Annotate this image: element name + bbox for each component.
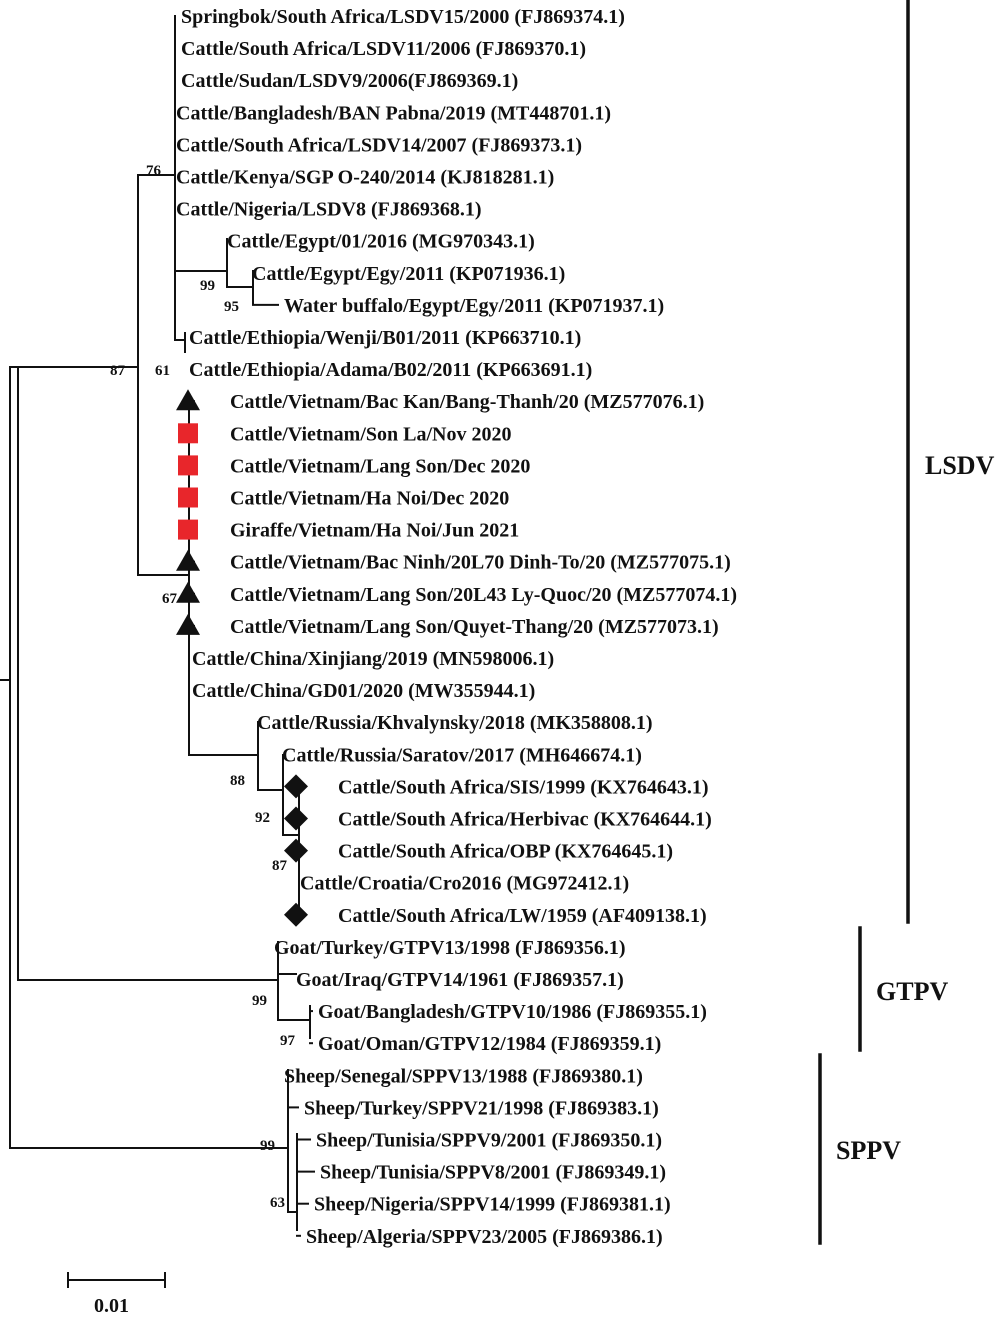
taxon-label: Cattle/China/Xinjiang/2019 (MN598006.1) (192, 648, 554, 670)
bootstrap-value: 61 (155, 363, 170, 379)
taxon-label: Cattle/Vietnam/Bac Ninh/20L70 Dinh-To/20… (230, 552, 731, 574)
black-diamond-icon (284, 902, 308, 927)
taxon-label: Sheep/Algeria/SPPV23/2005 (FJ869386.1) (306, 1226, 663, 1248)
taxon-label: Sheep/Turkey/SPPV21/1998 (FJ869383.1) (304, 1097, 659, 1119)
taxon-label: Cattle/South Africa/OBP (KX764645.1) (338, 841, 673, 863)
black-triangle-icon (176, 581, 200, 603)
clade-label-sppv: SPPV (836, 1136, 901, 1165)
bootstrap-value: 76 (146, 163, 162, 179)
taxon-markers (176, 389, 308, 927)
bootstrap-value: 97 (280, 1033, 296, 1049)
taxon-label: Sheep/Senegal/SPPV13/1988 (FJ869380.1) (284, 1065, 643, 1087)
taxon-label: Cattle/Egypt/01/2016 (MG970343.1) (227, 231, 535, 253)
taxon-label: Cattle/Vietnam/Lang Son/20L43 Ly-Quoc/20… (230, 584, 737, 606)
bootstrap-values: 76 99 95 61 87 67 88 92 87 99 97 99 63 (110, 163, 296, 1211)
taxon-label: Goat/Oman/GTPV12/1984 (FJ869359.1) (318, 1033, 661, 1055)
taxon-label: Cattle/Egypt/Egy/2011 (KP071936.1) (252, 263, 565, 285)
black-diamond-icon (284, 806, 308, 831)
taxon-label: Cattle/Vietnam/Lang Son/Dec 2020 (230, 455, 530, 477)
black-triangle-icon (176, 549, 200, 571)
black-diamond-icon (284, 838, 308, 863)
bootstrap-value: 99 (200, 278, 215, 294)
clade-bars: LSDV GTPV SPPV (818, 0, 995, 1245)
taxon-label: Cattle/Ethiopia/Adama/B02/2011 (KP663691… (189, 359, 592, 381)
taxon-label: Springbok/South Africa/LSDV15/2000 (FJ86… (181, 6, 625, 28)
taxon-label: Cattle/South Africa/SIS/1999 (KX764643.1… (338, 776, 709, 798)
clade-label-gtpv: GTPV (876, 977, 948, 1006)
taxon-label: Cattle/China/GD01/2020 (MW355944.1) (192, 680, 535, 702)
taxon-label: Cattle/South Africa/LW/1959 (AF409138.1) (338, 905, 707, 927)
taxon-label: Cattle/Nigeria/LSDV8 (FJ869368.1) (176, 199, 482, 221)
taxon-label: Cattle/South Africa/Herbivac (KX764644.1… (338, 809, 712, 831)
red-square-icon (178, 455, 198, 476)
taxon-label: Sheep/Tunisia/SPPV8/2001 (FJ869349.1) (320, 1162, 666, 1184)
taxon-label: Goat/Turkey/GTPV13/1998 (FJ869356.1) (274, 937, 625, 959)
red-square-icon (178, 519, 198, 540)
bootstrap-value: 67 (162, 591, 178, 607)
red-square-icon (178, 487, 198, 508)
taxon-label: Giraffe/Vietnam/Ha Noi/Jun 2021 (230, 520, 519, 542)
bootstrap-value: 95 (224, 299, 239, 315)
bootstrap-value: 88 (230, 773, 245, 789)
clade-label-lsdv: LSDV (925, 451, 995, 480)
bootstrap-value: 87 (110, 363, 126, 379)
bootstrap-value: 99 (252, 993, 267, 1009)
bootstrap-value: 87 (272, 858, 288, 874)
scale-bar: 0.01 (67, 1272, 166, 1317)
taxon-label: Cattle/South Africa/LSDV14/2007 (FJ86937… (176, 134, 582, 156)
taxon-label: Cattle/Sudan/LSDV9/2006(FJ869369.1) (181, 70, 518, 92)
bootstrap-value: 63 (270, 1195, 285, 1211)
taxon-label: Cattle/Croatia/Cro2016 (MG972412.1) (300, 873, 629, 895)
taxon-label: Cattle/Kenya/SGP O-240/2014 (KJ818281.1) (176, 167, 554, 189)
taxon-label: Cattle/Russia/Saratov/2017 (MH646674.1) (282, 744, 642, 766)
taxon-label: Cattle/Vietnam/Son La/Nov 2020 (230, 423, 511, 445)
taxon-label: Cattle/Bangladesh/BAN Pabna/2019 (MT4487… (176, 102, 611, 124)
taxon-label: Goat/Iraq/GTPV14/1961 (FJ869357.1) (296, 969, 624, 991)
taxon-label: Cattle/Vietnam/Ha Noi/Dec 2020 (230, 488, 509, 510)
taxon-label: Goat/Bangladesh/GTPV10/1986 (FJ869355.1) (318, 1001, 707, 1023)
scale-bar-label: 0.01 (94, 1295, 129, 1317)
black-triangle-icon (176, 613, 200, 635)
taxon-label: Cattle/South Africa/LSDV11/2006 (FJ86937… (181, 38, 586, 60)
taxon-label: Sheep/Tunisia/SPPV9/2001 (FJ869350.1) (316, 1130, 662, 1152)
red-square-icon (178, 423, 198, 444)
bootstrap-value: 99 (260, 1138, 275, 1154)
taxon-label: Cattle/Vietnam/Lang Son/Quyet-Thang/20 (… (230, 616, 719, 638)
taxon-label: Sheep/Nigeria/SPPV14/1999 (FJ869381.1) (314, 1194, 671, 1216)
taxon-label: Cattle/Ethiopia/Wenji/B01/2011 (KP663710… (189, 327, 581, 349)
taxon-label: Cattle/Vietnam/Bac Kan/Bang-Thanh/20 (MZ… (230, 391, 704, 413)
bootstrap-value: 92 (255, 810, 270, 826)
taxon-label: Water buffalo/Egypt/Egy/2011 (KP071937.1… (284, 295, 664, 317)
black-triangle-icon (176, 389, 200, 411)
taxon-label: Cattle/Russia/Khvalynsky/2018 (MK358808.… (257, 712, 653, 734)
black-diamond-icon (284, 774, 308, 799)
taxon-labels: Springbok/South Africa/LSDV15/2000 (FJ86… (176, 6, 737, 1248)
